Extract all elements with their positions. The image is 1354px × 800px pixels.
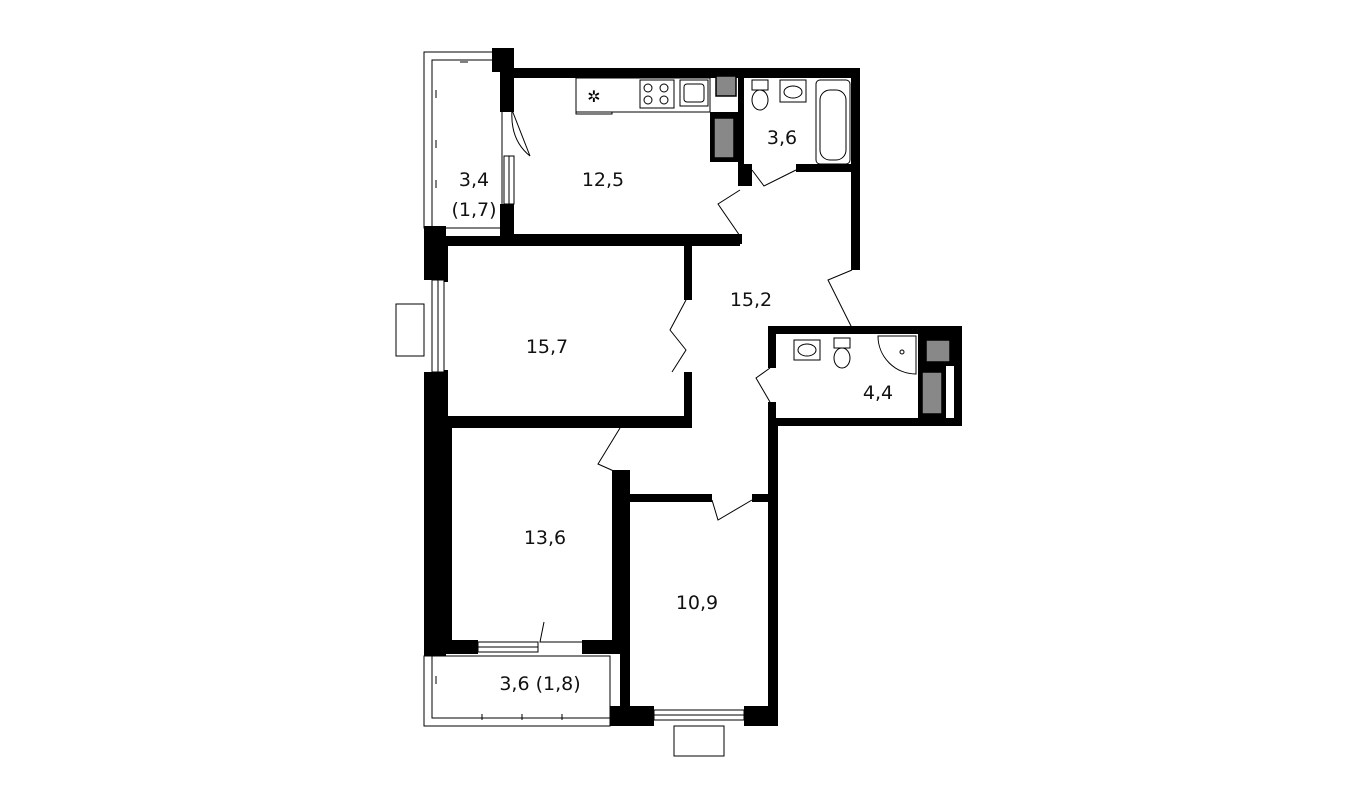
balcony-top xyxy=(423,51,503,229)
windows xyxy=(431,155,745,721)
room-area-bedroom-right: 10,9 xyxy=(676,592,718,614)
room-area-balcony-bottom: 3,6 (1,8) xyxy=(499,673,580,695)
bathroom-right-fixtures xyxy=(793,335,951,418)
room-area-balcony-top: 3,4 xyxy=(459,169,489,191)
svg-text:✲: ✲ xyxy=(587,87,600,106)
room-area-hall: 15,2 xyxy=(730,289,772,311)
room-reduced-area-balcony-top: (1,7) xyxy=(451,199,496,221)
balcony-bottom xyxy=(423,655,611,727)
room-area-kitchen: 12,5 xyxy=(582,169,624,191)
room-area-bathroom-right: 4,4 xyxy=(863,382,893,404)
bathroom-top-fixtures xyxy=(751,79,851,165)
room-area-bathroom-top: 3,6 xyxy=(767,127,797,149)
ac-units xyxy=(395,303,725,757)
kitchen-fixtures: ✲ xyxy=(575,75,738,162)
room-area-living-room: 15,7 xyxy=(526,336,568,358)
walls xyxy=(424,48,962,726)
doors xyxy=(511,109,853,643)
room-area-bedroom-left: 13,6 xyxy=(524,527,566,549)
room-labels: 3,4 (1,7) 12,5 3,6 15,2 15,7 4,4 13,6 10… xyxy=(451,127,893,695)
